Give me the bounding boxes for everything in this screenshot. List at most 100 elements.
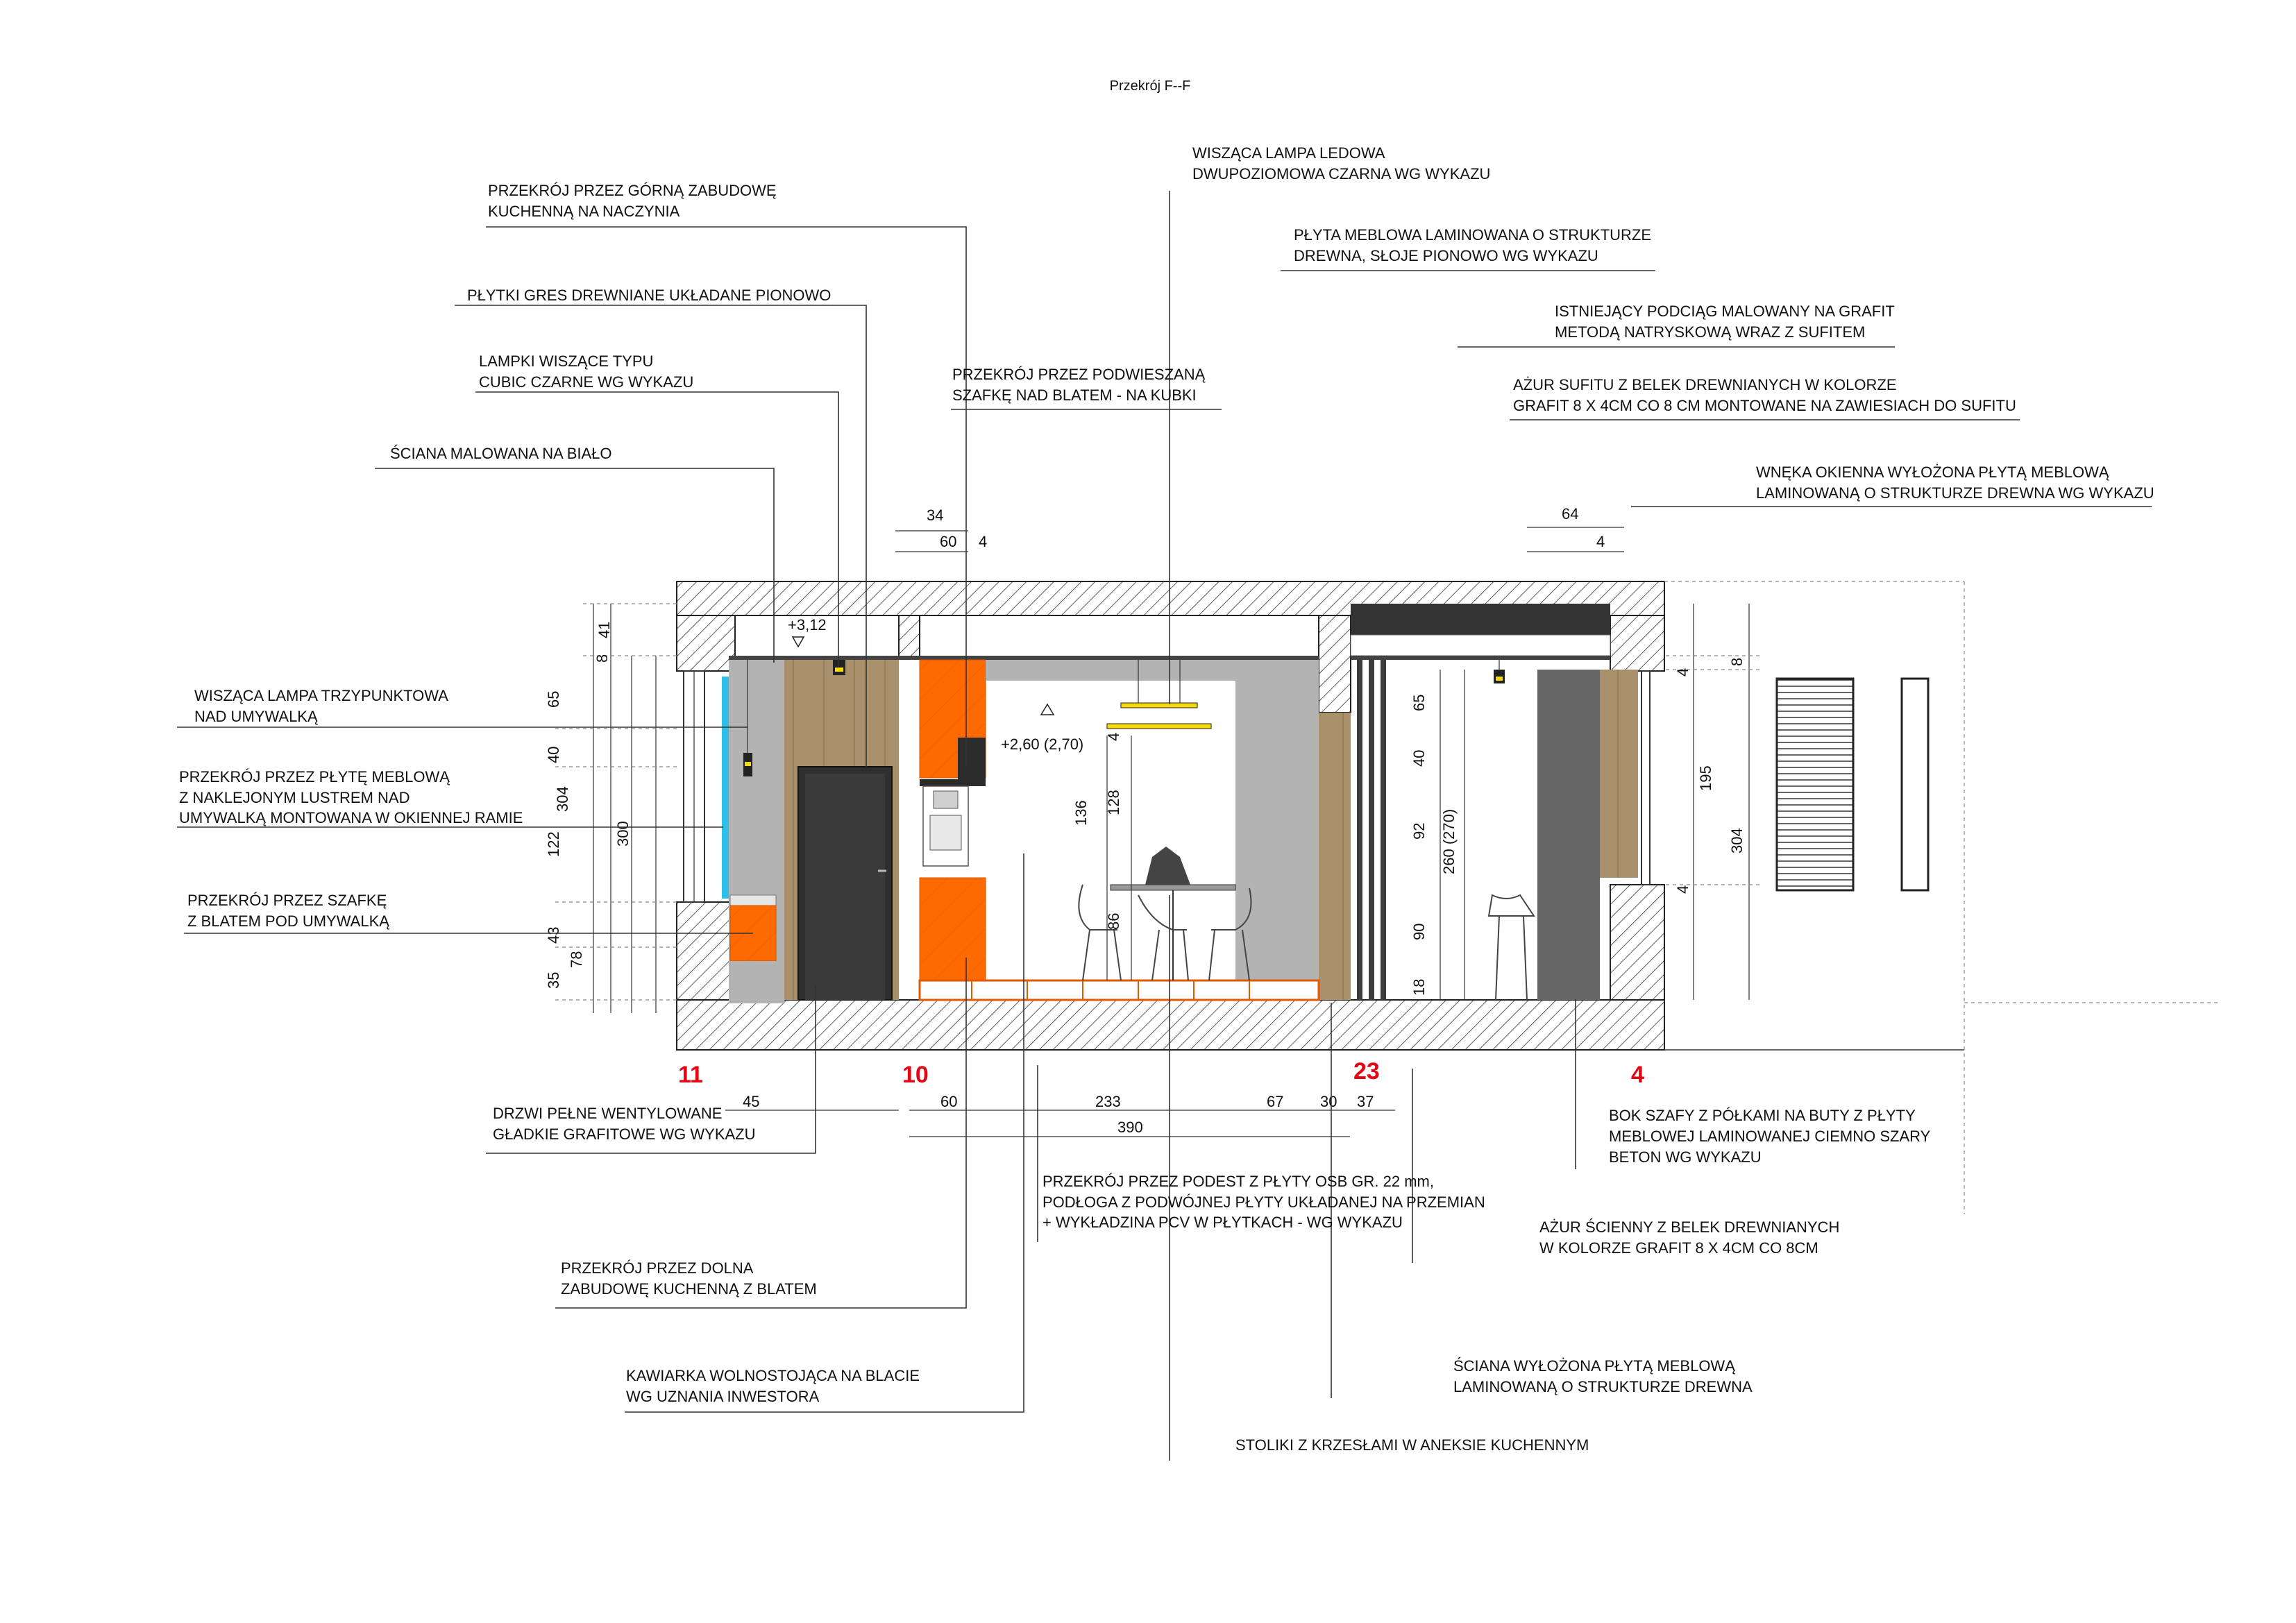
dim-right-4b: 4 xyxy=(1674,885,1691,894)
section-title: Przekrój F--F xyxy=(1110,78,1191,94)
window-niche-wood xyxy=(1600,670,1638,878)
label-ceiling-slats: AŻUR SUFITU Z BELEK DREWNIANYCH W KOLORZ… xyxy=(1513,376,2016,414)
counter-top xyxy=(920,779,986,786)
dim-r23-90: 90 xyxy=(1410,924,1428,940)
level-top-symbol xyxy=(791,636,805,648)
dim-left-122: 122 xyxy=(545,831,562,857)
partition-wall xyxy=(1318,615,1351,713)
wall-slat-1 xyxy=(1357,660,1362,1000)
external-window xyxy=(1900,677,1930,892)
dim-bottom-233: 233 xyxy=(1095,1093,1121,1110)
dim-r23-65: 65 xyxy=(1410,695,1428,711)
label-wardrobe-side: BOK SZAFY Z PÓŁKAMI NA BUTY Z PŁYTY MEBL… xyxy=(1609,1107,1934,1166)
right-window-frame xyxy=(1641,670,1651,885)
dim-r23-40: 40 xyxy=(1410,750,1428,767)
dim-bottom-390: 390 xyxy=(1117,1119,1143,1136)
lower-cabinet xyxy=(919,877,986,981)
dim-top-60: 60 xyxy=(940,533,956,550)
chairs xyxy=(1078,884,1252,981)
platform xyxy=(918,979,1320,1001)
dim-right-304: 304 xyxy=(1728,828,1746,853)
label-wood-wall: ŚCIANA WYŁOŻONA PŁYTĄ MEBLOWĄ LAMINOWANĄ… xyxy=(1453,1357,1753,1395)
led-lamp-lower xyxy=(1106,723,1212,729)
dim-left-300: 300 xyxy=(614,821,632,847)
room-number-4: 4 xyxy=(1631,1062,1644,1088)
dim-left-41: 41 xyxy=(596,622,613,638)
dim-bottom-37: 37 xyxy=(1357,1093,1374,1110)
chair-room23 xyxy=(1487,894,1535,1001)
dim-bottom-60: 60 xyxy=(940,1093,957,1110)
dim-table-86: 86 xyxy=(1105,913,1122,930)
label-upper-cabinet: PRZEKRÓJ PRZEZ GÓRNĄ ZABUDOWĘ KUCHENNĄ N… xyxy=(488,182,781,220)
label-platform: PRZEKRÓJ PRZEZ PODEST Z PŁYTY OSB GR. 22… xyxy=(1043,1173,1489,1231)
external-blind xyxy=(1775,677,1855,892)
dim-left-8: 8 xyxy=(593,654,611,663)
kitchen-wood-wall xyxy=(1319,713,1351,1000)
dim-left-35: 35 xyxy=(545,972,562,989)
label-mug-cabinet: PRZEKRÓJ PRZEZ PODWIESZANĄ SZAFKĘ NAD BL… xyxy=(952,366,1209,404)
kitchen-ceiling-line xyxy=(899,656,1319,660)
label-lower-cabinet: PRZEKRÓJ PRZEZ DOLNA ZABUDOWĘ KUCHENNĄ Z… xyxy=(561,1259,817,1298)
level-top: +3,12 xyxy=(788,616,827,634)
label-vanity: PRZEKRÓJ PRZEZ SZAFKĘ Z BLATEM POD UMYWA… xyxy=(187,892,391,930)
dim-bottom-45: 45 xyxy=(743,1093,759,1110)
label-mirror-panel: PRZEKRÓJ PRZEZ PŁYTĘ MEBLOWĄ Z NAKLEJONY… xyxy=(179,768,523,826)
floor-slab xyxy=(676,999,1665,1051)
mug-cabinet xyxy=(958,738,986,779)
washbasin xyxy=(729,894,777,906)
label-cubic-lamps: LAMPKI WISZĄCE TYPU CUBIC CZARNE WG WYKA… xyxy=(479,352,693,391)
kitchen-wall-stub xyxy=(898,615,920,658)
dim-table-136: 136 xyxy=(1072,800,1090,826)
level-markers: +3,12 +2,60 (2,70) xyxy=(788,616,1083,753)
wood-slat-ceiling xyxy=(1351,656,1610,660)
level-mid-symbol xyxy=(1040,703,1055,715)
dim-left-304: 304 xyxy=(554,786,571,812)
dim-left-65: 65 xyxy=(545,691,562,708)
label-existing-beam: ISTNIEJĄCY PODCIĄG MALOWANY NA GRAFIT ME… xyxy=(1555,303,1899,341)
leader-lines xyxy=(177,191,2152,1461)
room-number-10: 10 xyxy=(902,1062,929,1088)
kitchen xyxy=(899,656,1351,1001)
label-tables-chairs: STOLIKI Z KRZESŁAMI W ANEKSIE KUCHENNYM xyxy=(1235,1436,1589,1454)
dim-top-4: 4 xyxy=(979,533,987,550)
dim-right-195: 195 xyxy=(1697,765,1714,791)
bath-ceiling-line xyxy=(729,656,899,660)
kitchen-grey-wall xyxy=(1235,660,1319,1000)
wall-slat-2 xyxy=(1369,660,1374,1000)
room-numbers: 11 10 23 4 xyxy=(678,1058,1644,1088)
led-lamp-upper xyxy=(1120,702,1198,708)
dim-right-4a: 4 xyxy=(1674,668,1691,677)
room-23 xyxy=(1350,604,1638,1001)
dim-right-8: 8 xyxy=(1728,658,1746,666)
label-white-wall: ŚCIANA MALOWANA NA BIAŁO xyxy=(390,445,612,462)
dim-left-78: 78 xyxy=(568,951,585,968)
dim-bottom-30: 30 xyxy=(1320,1093,1337,1110)
labels: PRZEKRÓJ PRZEZ GÓRNĄ ZABUDOWĘ KUCHENNĄ N… xyxy=(179,144,2154,1454)
dim-table-128: 128 xyxy=(1105,790,1122,815)
table-top xyxy=(1110,884,1236,891)
label-laminated-panel: PŁYTA MEBLOWA LAMINOWANA O STRUKTURZE DR… xyxy=(1294,226,1655,264)
plant-icon xyxy=(1145,847,1190,885)
left-wall-bottom xyxy=(676,901,736,1001)
exterior xyxy=(1664,581,2221,1214)
right-wall-bottom xyxy=(1610,884,1665,1001)
dim-left-43: 43 xyxy=(545,927,562,944)
label-window-niche: WNĘKA OKIENNA WYŁOŻONA PŁYTĄ MEBLOWĄ LAM… xyxy=(1756,464,2154,502)
wardrobe-side xyxy=(1537,670,1600,1000)
dim-top-34: 34 xyxy=(927,507,943,524)
room-number-23: 23 xyxy=(1353,1058,1380,1085)
label-led-lamp: WISZĄCA LAMPA LEDOWA DWUPOZIOMOWA CZARNA… xyxy=(1192,144,1490,182)
room-number-11: 11 xyxy=(678,1062,703,1088)
label-three-point-lamp: WISZĄCA LAMPA TRZYPUNKTOWA NAD UMYWALKĄ xyxy=(194,687,452,725)
dim-r23-18: 18 xyxy=(1410,979,1428,996)
dim-bottom-67: 67 xyxy=(1267,1093,1283,1110)
dim-table-4: 4 xyxy=(1105,733,1122,741)
dim-r23-92: 92 xyxy=(1410,823,1428,840)
mirror xyxy=(722,677,729,899)
bathroom xyxy=(729,656,899,1003)
structure xyxy=(676,581,1665,1051)
existing-beam xyxy=(1351,604,1610,635)
dim-left-40: 40 xyxy=(545,747,562,763)
dim-top-right-4: 4 xyxy=(1596,533,1605,550)
